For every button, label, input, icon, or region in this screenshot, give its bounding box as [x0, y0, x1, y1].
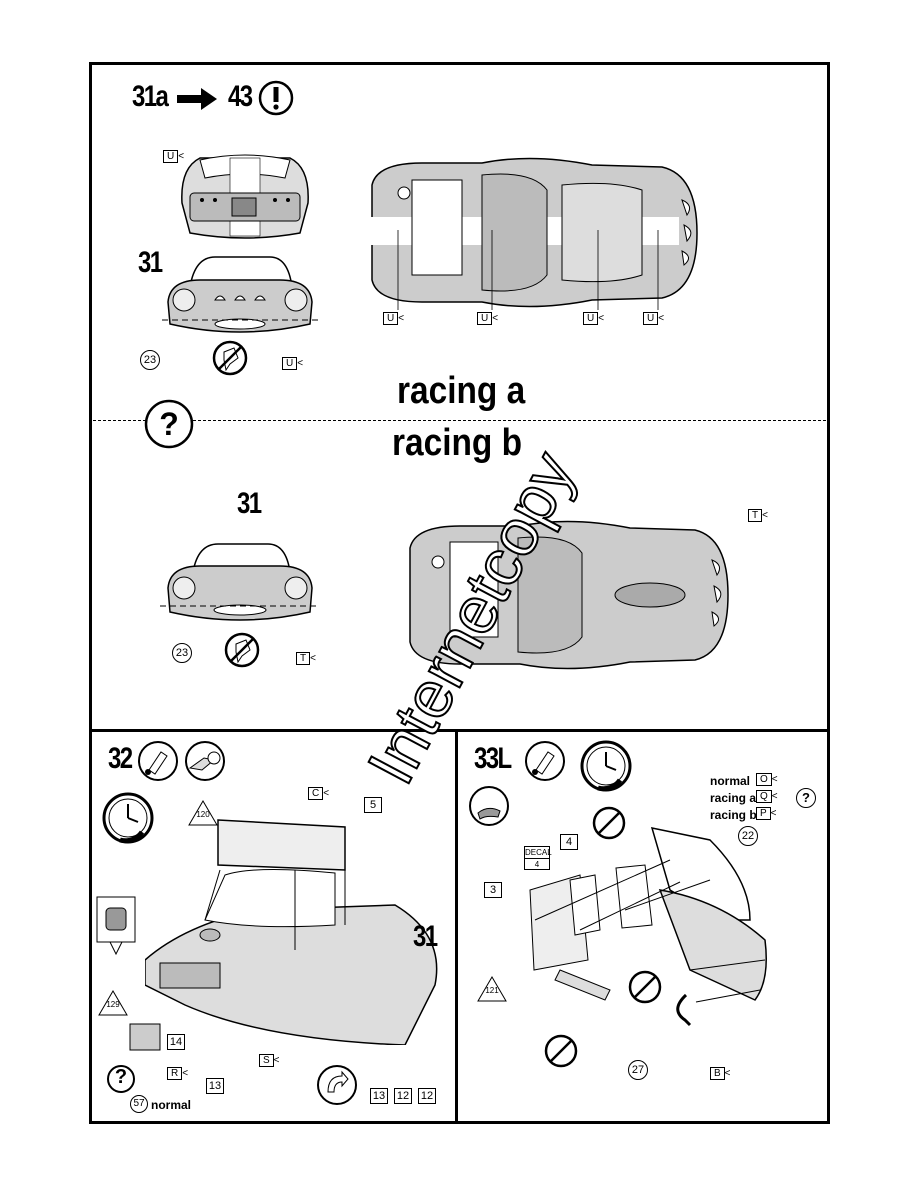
variant-normal: normal [710, 774, 751, 788]
decal-t-front: T< [296, 652, 316, 665]
part-57: 57 [130, 1095, 148, 1113]
paint-121-triangle [477, 976, 507, 1002]
paint-icon [185, 741, 225, 781]
parts-row-2: 12 [394, 1088, 412, 1104]
no-glue-icon-upper [212, 340, 248, 376]
license-plate [129, 1023, 161, 1051]
outer-frame [89, 62, 830, 1124]
step-32-label: 32 [108, 742, 133, 775]
car-top-view-upper [367, 157, 698, 310]
decal-p: P< [756, 807, 777, 820]
part-23-upper: 23 [140, 350, 160, 370]
question-icon-33: ? [796, 788, 816, 808]
dashed-separator [93, 420, 826, 421]
decal-u-top-3: U< [583, 312, 604, 325]
wipe-icon [469, 786, 509, 826]
part-23-lower: 23 [172, 643, 192, 663]
variant-racing-b: racing b [710, 808, 757, 822]
parts-row-3: 12 [418, 1088, 436, 1104]
question-label-32: ? [114, 1066, 128, 1088]
decal-s: S< [259, 1054, 280, 1067]
part-31-upper: 31 [138, 246, 163, 279]
part-3-box: 3 [484, 882, 502, 898]
decal-o: O< [756, 773, 778, 786]
decal-u-front: U< [282, 357, 303, 370]
normal-label-32: normal [151, 1098, 192, 1112]
step-to-label: 43 [228, 80, 253, 113]
question-icon-32 [107, 1065, 135, 1093]
paint-121-label: 121 [485, 986, 499, 995]
part-14-box: 14 [167, 1034, 185, 1050]
variant-racing-a: racing a [710, 791, 757, 805]
vertical-divider [455, 729, 458, 1124]
part-13-box-a: 13 [206, 1078, 224, 1094]
flip-over-icon [317, 1065, 357, 1105]
exclamation-icon [258, 80, 294, 116]
step-from-label: 31a [132, 80, 169, 113]
car-rear-view [181, 154, 309, 239]
decal-u-top-1: U< [383, 312, 404, 325]
no-glue-icon-lower [224, 632, 260, 668]
part-22: 22 [738, 826, 758, 846]
decal-r: R< [167, 1067, 188, 1080]
heading-racing-b: racing b [392, 422, 523, 464]
paint-129-triangle [98, 990, 128, 1016]
decal-c: C< [308, 787, 329, 800]
right-arrow-icon [177, 88, 217, 110]
no-glue-icon-33-top [592, 806, 626, 840]
decal-u-top-2: U< [477, 312, 498, 325]
car-front-view-lower [160, 543, 320, 621]
car-top-view-lower [409, 520, 729, 670]
paint-120-label: 120 [196, 810, 210, 819]
decal-box-title: DECAL [525, 848, 552, 859]
part-5-box: 5 [364, 797, 382, 813]
glue-tube-icon [138, 741, 178, 781]
decal-4-box: DECAL 4 [524, 846, 552, 870]
door-assembly [529, 827, 767, 1027]
no-glue-icon-33-mid [628, 970, 662, 1004]
parts-row-1: 13 [370, 1088, 388, 1104]
no-glue-icon-33-bottom [544, 1034, 578, 1068]
decal-box-num: 4 [534, 860, 540, 869]
part-27: 27 [628, 1060, 648, 1080]
decal-u-top-4: U< [643, 312, 664, 325]
decal-u-rear: U< [163, 150, 184, 163]
paint-129-label: 129 [106, 1000, 120, 1009]
decal-q: Q< [756, 790, 778, 803]
question-mark-icon: ? [144, 399, 194, 449]
clock-icon-33 [580, 740, 632, 792]
glue-icon-33 [525, 741, 565, 781]
step-33l-label: 33L [474, 742, 512, 775]
part-4-box: 4 [560, 834, 578, 850]
decal-t-top: T< [748, 509, 768, 522]
part-31-lower: 31 [237, 487, 262, 520]
svg-text:?: ? [159, 406, 179, 442]
rear-window-assembly [145, 819, 438, 1045]
heading-racing-a: racing a [397, 370, 526, 412]
cap-inset [96, 896, 136, 956]
paint-120-triangle [188, 800, 218, 826]
part-31-step32: 31 [413, 920, 438, 953]
clock-icon-32 [102, 792, 154, 844]
horizontal-divider [89, 729, 830, 732]
decal-b: B< [710, 1067, 731, 1080]
car-front-view [162, 256, 318, 333]
